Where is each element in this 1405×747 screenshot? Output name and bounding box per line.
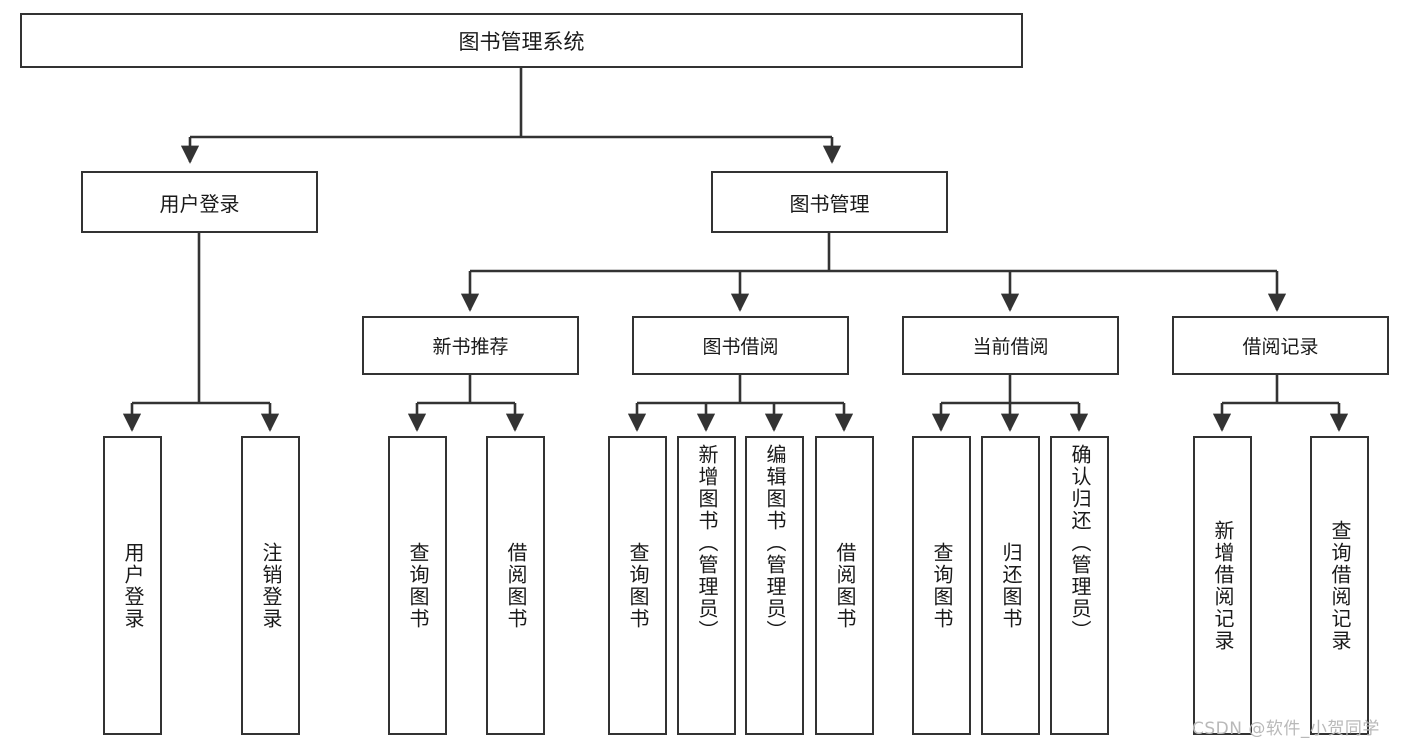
leaf-query-book-borrow[interactable]: 查询图书 bbox=[608, 436, 667, 735]
leaf-label: 注销登录 bbox=[259, 541, 283, 630]
leaf-edit-book-admin[interactable]: 编辑图书（管理员） bbox=[745, 436, 804, 735]
leaf-add-book-admin[interactable]: 新增图书（管理员） bbox=[677, 436, 736, 735]
leaf-user-login[interactable]: 用户登录 bbox=[103, 436, 162, 735]
node-borrow-record[interactable]: 借阅记录 bbox=[1172, 316, 1389, 375]
node-label: 当前借阅 bbox=[972, 336, 1049, 358]
leaf-label: 新增图书（管理员） bbox=[695, 444, 719, 642]
node-label: 借阅记录 bbox=[1242, 336, 1319, 358]
node-current-borrow[interactable]: 当前借阅 bbox=[902, 316, 1119, 375]
leaf-label: 新增借阅记录 bbox=[1211, 519, 1235, 652]
leaf-confirm-return-admin[interactable]: 确认归还（管理员） bbox=[1050, 436, 1109, 735]
leaf-label: 查询图书 bbox=[406, 541, 430, 630]
node-user-login[interactable]: 用户登录 bbox=[81, 171, 318, 233]
leaf-label: 确认归还（管理员） bbox=[1068, 444, 1092, 642]
node-label: 图书管理 bbox=[789, 191, 870, 216]
csdn-watermark: CSDN @软件_小贺同学 bbox=[1192, 719, 1380, 739]
leaf-label: 借阅图书 bbox=[504, 541, 528, 630]
node-book-management[interactable]: 图书管理 bbox=[711, 171, 948, 233]
leaf-label: 查询图书 bbox=[626, 541, 650, 630]
leaf-label: 借阅图书 bbox=[833, 541, 857, 630]
leaf-add-borrow-record[interactable]: 新增借阅记录 bbox=[1193, 436, 1252, 735]
node-label: 新书推荐 bbox=[432, 336, 509, 358]
leaf-query-book-current[interactable]: 查询图书 bbox=[912, 436, 971, 735]
node-root-system[interactable]: 图书管理系统 bbox=[20, 13, 1023, 68]
leaf-query-borrow-record[interactable]: 查询借阅记录 bbox=[1310, 436, 1369, 735]
leaf-label: 用户登录 bbox=[121, 541, 145, 630]
leaf-query-book-recommend[interactable]: 查询图书 bbox=[388, 436, 447, 735]
node-label: 图书借阅 bbox=[702, 336, 779, 358]
leaf-label: 归还图书 bbox=[999, 541, 1023, 630]
leaf-borrow-book-recommend[interactable]: 借阅图书 bbox=[486, 436, 545, 735]
leaf-borrow-book[interactable]: 借阅图书 bbox=[815, 436, 874, 735]
leaf-label: 查询借阅记录 bbox=[1328, 519, 1352, 652]
node-new-book-recommend[interactable]: 新书推荐 bbox=[362, 316, 579, 375]
leaf-return-book[interactable]: 归还图书 bbox=[981, 436, 1040, 735]
leaf-user-logout[interactable]: 注销登录 bbox=[241, 436, 300, 735]
node-book-borrow[interactable]: 图书借阅 bbox=[632, 316, 849, 375]
node-label: 用户登录 bbox=[159, 191, 240, 216]
leaf-label: 编辑图书（管理员） bbox=[763, 444, 787, 642]
leaf-label: 查询图书 bbox=[930, 541, 954, 630]
node-label: 图书管理系统 bbox=[458, 29, 585, 54]
